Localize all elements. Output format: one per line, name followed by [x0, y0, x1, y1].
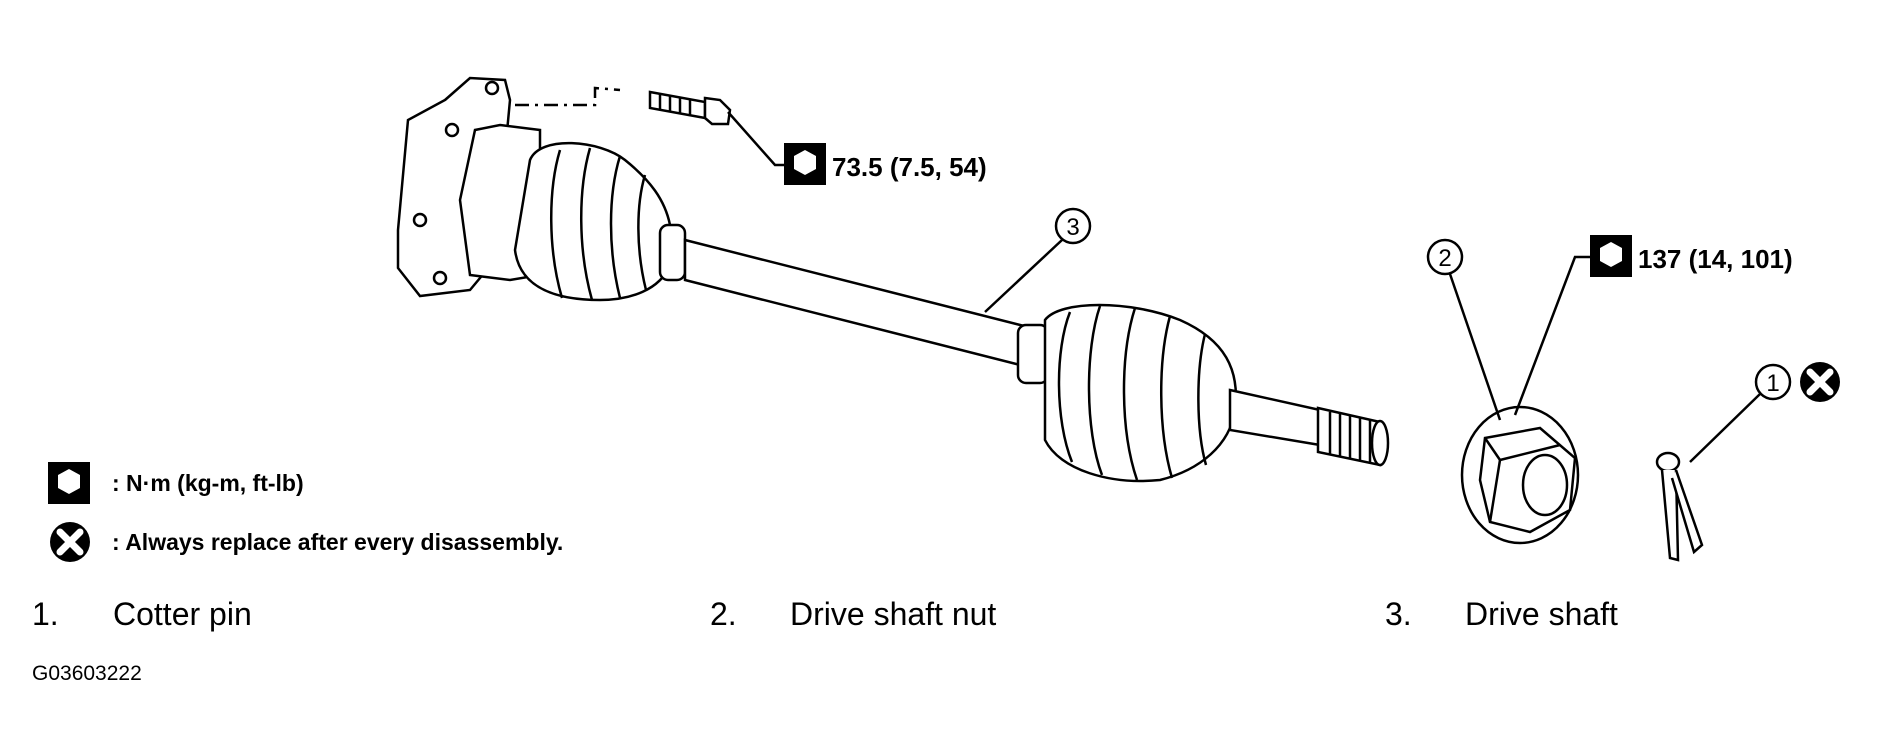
legend-torque-unit: : N·m (kg-m, ft-lb)	[112, 470, 304, 496]
part-2-name: Drive shaft nut	[790, 596, 996, 632]
callout-3-circle	[1054, 207, 1092, 245]
nut-torque-spec: 137 (14, 101)	[1638, 244, 1793, 274]
callout-2-circle	[1426, 238, 1464, 276]
outer-stub	[1228, 388, 1322, 447]
callout-1-circle	[1754, 363, 1792, 401]
part-3-number: 3.	[1385, 596, 1412, 632]
replace-icon	[50, 522, 90, 562]
replace-icon	[1800, 362, 1840, 402]
part-1-name: Cotter pin	[113, 596, 252, 632]
drive-shaft-drawing	[396, 76, 1390, 483]
cotter-pin	[1655, 451, 1704, 562]
flange-bolt	[515, 86, 784, 167]
torque-wrench-icon	[48, 462, 90, 504]
torque-wrench-icon	[784, 143, 826, 185]
torque-wrench-icon	[1590, 235, 1632, 277]
bolt-torque-spec: 73.5 (7.5, 54)	[832, 152, 987, 182]
drive-shaft-nut	[1460, 405, 1580, 545]
inner-boot	[513, 141, 672, 302]
callout-3-number: 3	[1066, 214, 1079, 241]
callout-1-number: 1	[1766, 370, 1779, 397]
part-1-number: 1.	[32, 596, 59, 632]
part-2-number: 2.	[710, 596, 737, 632]
figure-id: G03603222	[32, 662, 142, 685]
part-3-name: Drive shaft	[1465, 596, 1618, 632]
callout-2-number: 2	[1438, 245, 1451, 272]
outer-boot	[1043, 303, 1238, 483]
legend-replace-note: : Always replace after every disassembly…	[112, 529, 563, 555]
shaft-bar	[683, 238, 1042, 372]
